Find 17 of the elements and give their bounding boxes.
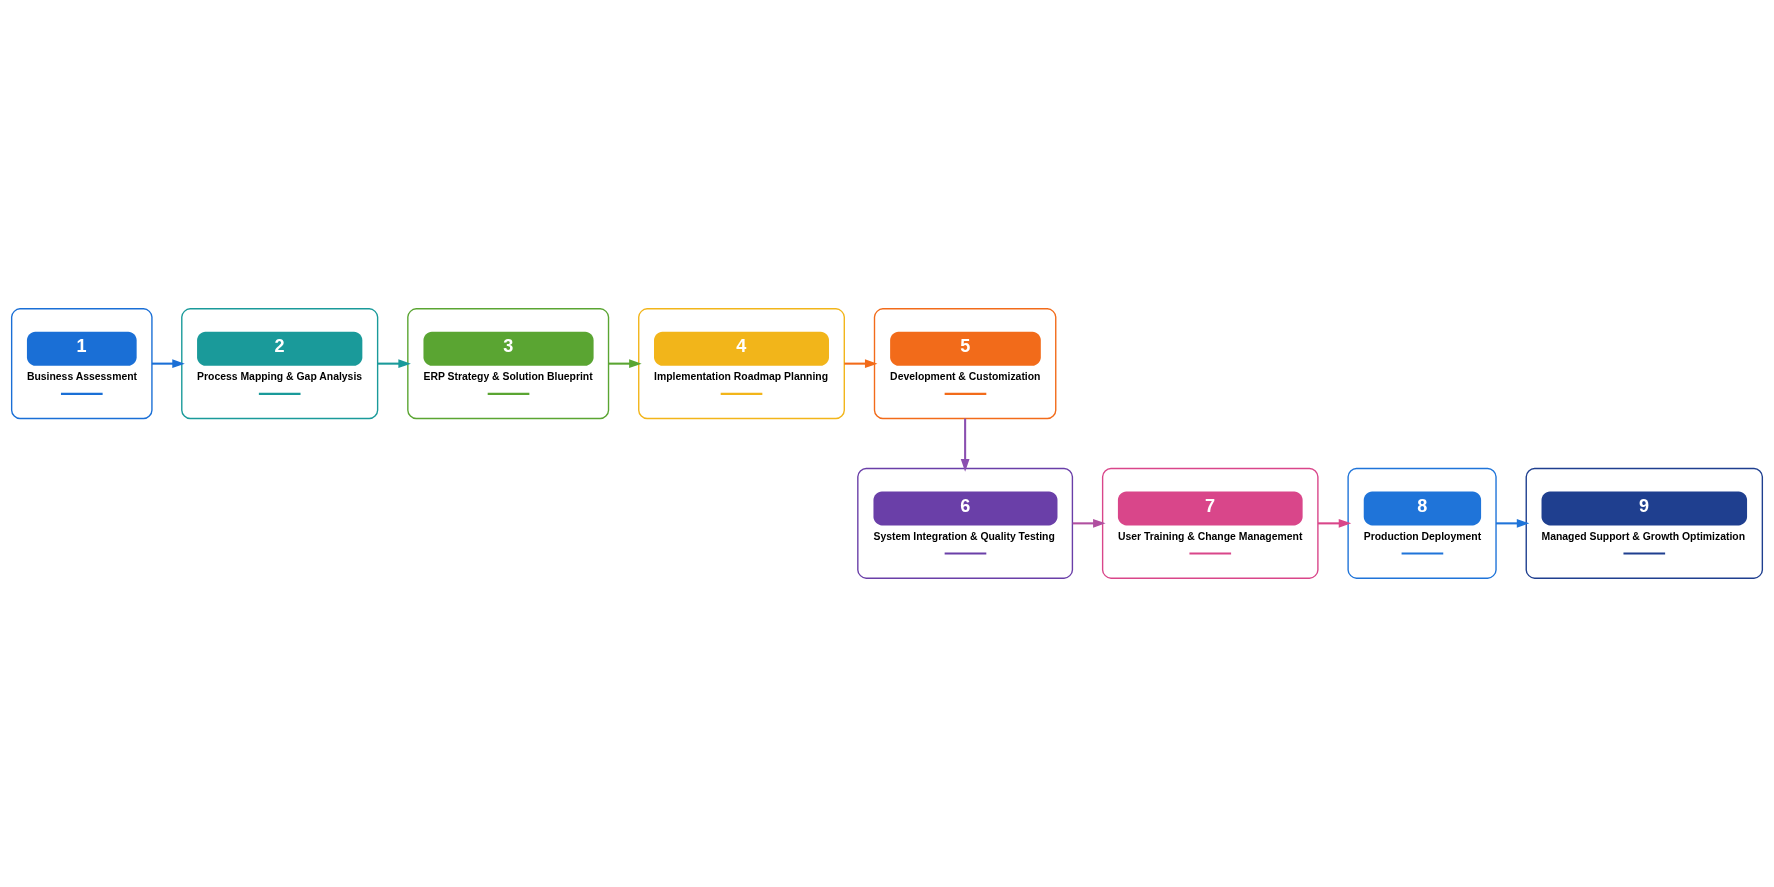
arrow [1496,518,1530,528]
arrow [151,359,185,369]
node-box: 8 Production Deployment [1347,467,1497,579]
arrow [377,359,411,369]
arrow [960,418,970,472]
node-box: 7 User Training & Change Management [1101,467,1319,579]
node-box: 9 Managed Support & Growth Optimization [1525,467,1764,579]
node-box: 5 Development & Customization [873,308,1057,420]
arrow [1318,518,1352,528]
arrow [1072,518,1106,528]
node-box: 6 System Integration & Quality Testing [857,467,1074,579]
node-box: 3 ERP Strategy & Solution Blueprint [407,308,610,420]
node-box: 1 Business Assessment [10,308,153,420]
arrow [608,359,642,369]
node-box: 4 Implementation Roadmap Planning [638,308,845,420]
arrow [844,359,878,369]
node-box: 2 Process Mapping & Gap Analysis [181,308,379,420]
